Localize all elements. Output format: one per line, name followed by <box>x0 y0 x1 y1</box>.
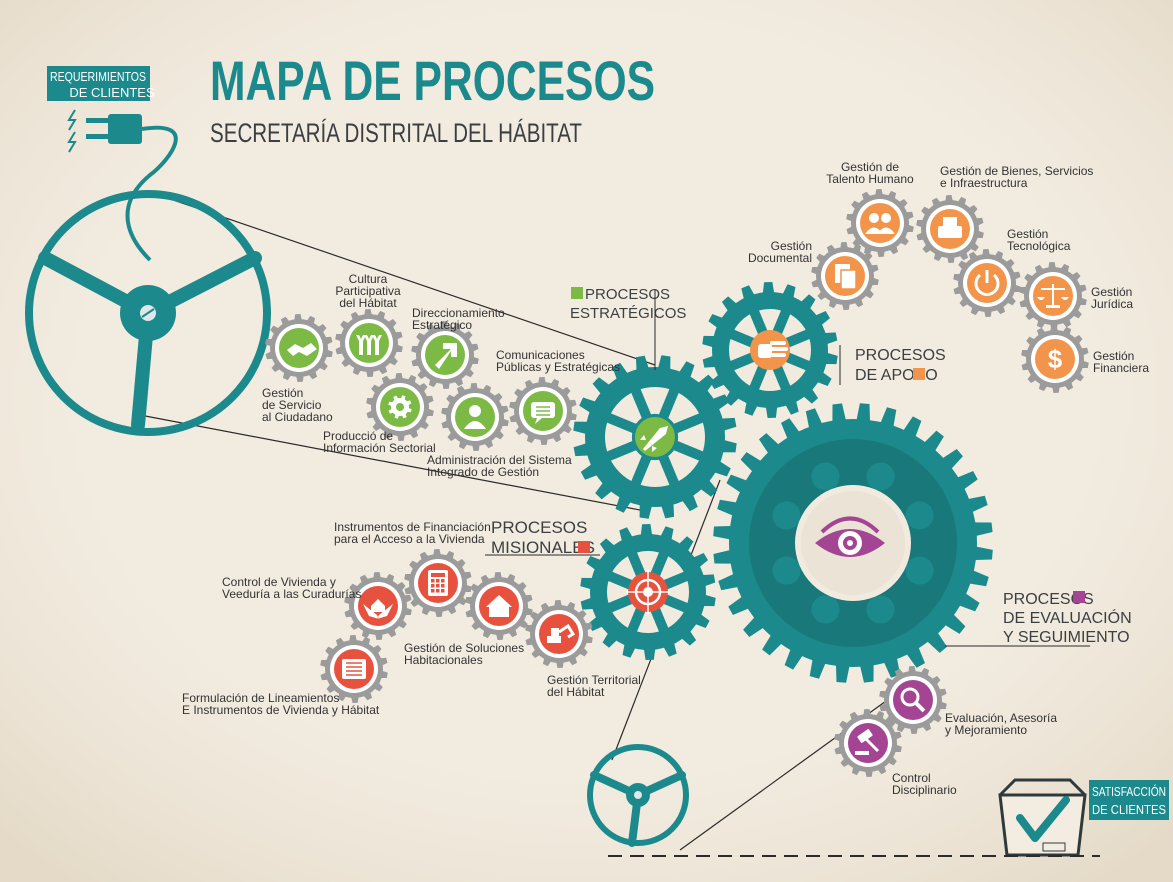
input-label-line2: DE CLIENTES <box>69 85 155 100</box>
plug-icon <box>67 109 178 262</box>
gavel-icon <box>855 729 880 755</box>
steering-wheel-small <box>587 744 689 847</box>
eye-icon <box>815 516 885 557</box>
house-icon <box>486 595 512 617</box>
target-icon <box>626 570 670 614</box>
svg-text:$: $ <box>1048 344 1063 374</box>
house-hands-icon <box>363 599 393 619</box>
documents-icon <box>835 264 857 290</box>
process-gear-estrategicos-6 <box>509 377 577 445</box>
hands-raised-icon <box>356 335 382 355</box>
hand-icon <box>750 330 790 370</box>
process-gear-apoyo-6: $ <box>1021 325 1089 393</box>
gear-icon <box>388 395 412 419</box>
output-label-line2: DE CLIENTES <box>1092 802 1166 817</box>
steering-wheel-large <box>25 190 271 436</box>
excavator-icon <box>547 623 576 643</box>
page-title: MAPA DE PROCESOS <box>210 49 655 112</box>
magnifier-icon <box>900 687 926 713</box>
output-label-box <box>1089 780 1169 820</box>
process-gear-misionales-5 <box>320 635 388 703</box>
svg-text:MISIONALES: MISIONALES <box>491 538 595 557</box>
chat-icon <box>531 402 555 424</box>
process-gear-apoyo-4 <box>953 249 1021 317</box>
page-subtitle: SECRETARÍA DISTRITAL DEL HÁBITAT <box>210 118 582 148</box>
svg-text:ESTRATÉGICOS: ESTRATÉGICOS <box>570 305 686 322</box>
process-gear-misionales-4 <box>525 600 593 668</box>
input-label-box <box>47 66 150 101</box>
output-label-line1: SATISFACCIÓN <box>1092 784 1166 799</box>
handshake-icon <box>287 343 317 356</box>
process-gear-apoyo-1 <box>811 242 879 310</box>
rocket-icon <box>635 417 675 457</box>
scales-icon <box>1037 284 1069 308</box>
svg-text:DE APOYO: DE APOYO <box>855 367 938 384</box>
input-label-line1: REQUERIMIENTOS <box>50 69 146 84</box>
process-gear-apoyo-3 <box>916 195 984 263</box>
svg-text:PROCESOS: PROCESOS <box>491 518 587 537</box>
process-gear-apoyo-5 <box>1019 262 1087 330</box>
svg-text:DE EVALUACIÓN: DE EVALUACIÓN <box>1003 608 1132 627</box>
person-icon <box>464 405 486 429</box>
group-label-evaluacion: PROCESOS DE EVALUACIÓN Y SEGUIMIENTO <box>945 591 1132 647</box>
process-gear-misionales-1 <box>404 549 472 617</box>
power-icon <box>974 270 1000 296</box>
process-gear-apoyo-2 <box>846 189 914 257</box>
list-icon <box>342 659 366 679</box>
process-gear-misionales-2 <box>344 572 412 640</box>
process-gear-estrategicos-3 <box>411 321 479 389</box>
process-gear-estrategicos-4 <box>366 373 434 441</box>
svg-text:PROCESOS: PROCESOS <box>585 286 670 303</box>
svg-text:PROCESOS: PROCESOS <box>1003 591 1094 608</box>
process-gear-estrategicos-2 <box>335 309 403 377</box>
arrow-up-right-icon <box>435 343 457 369</box>
process-gear-evaluacion-2 <box>834 709 902 777</box>
process-gear-evaluacion-1 <box>879 666 947 734</box>
process-gear-estrategicos-1 <box>265 314 333 382</box>
dollar-icon: $ <box>1048 344 1063 374</box>
process-gear-misionales-3 <box>465 572 533 640</box>
process-gear-estrategicos-5 <box>441 383 509 451</box>
group-label-apoyo: PROCESOS DE APOYO <box>839 345 946 385</box>
printer-icon <box>938 217 962 238</box>
group-label-estrategicos: PROCESOS ESTRATÉGICOS <box>570 286 686 370</box>
svg-text:PROCESOS: PROCESOS <box>855 347 946 364</box>
group-label-misionales: PROCESOS MISIONALES <box>485 518 600 557</box>
people-icon <box>865 213 895 234</box>
svg-text:Y SEGUIMIENTO: Y SEGUIMIENTO <box>1003 629 1130 646</box>
calculator-icon <box>428 570 448 596</box>
